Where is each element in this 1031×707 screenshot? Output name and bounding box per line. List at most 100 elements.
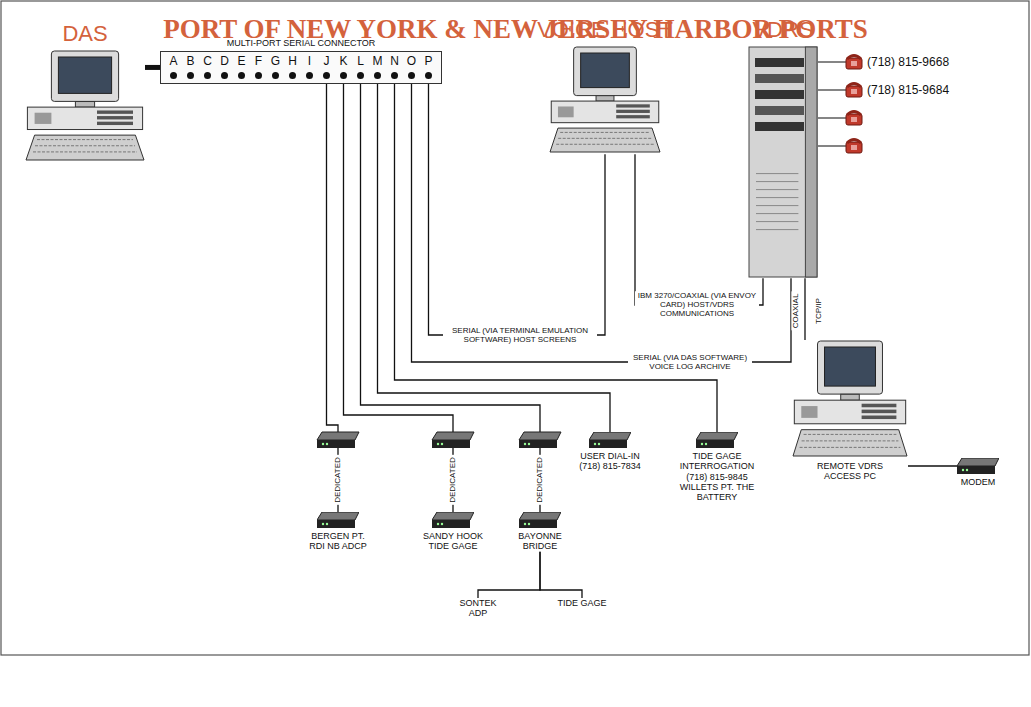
port-letter: L xyxy=(357,55,364,68)
edge-label: COAXIAL xyxy=(791,292,800,331)
port-pin xyxy=(255,72,262,79)
port: J xyxy=(318,55,335,78)
tower-icon xyxy=(748,46,818,278)
port-pin xyxy=(187,72,194,79)
modem-icon xyxy=(519,512,561,528)
modem-icon xyxy=(957,458,999,474)
port: H xyxy=(284,55,301,78)
port-pin xyxy=(425,72,432,79)
node-label: SANDY HOOK TIDE GAGE xyxy=(423,531,483,552)
port-strip: ABCDEFGHIJKLMNOP xyxy=(160,51,442,83)
serial-cable xyxy=(145,65,160,70)
connection-line xyxy=(394,84,717,432)
port-pin xyxy=(408,72,415,79)
port: N xyxy=(386,55,403,78)
edge-label: SERIAL (VIA TERMINAL EMULATION SOFTWARE)… xyxy=(443,326,597,344)
edge-label: DEDICATED xyxy=(448,455,457,505)
port-letter: I xyxy=(308,55,311,68)
modem-node: BAYONNE BRIDGE xyxy=(510,512,570,552)
modem-node: SANDY HOOK TIDE GAGE xyxy=(423,512,483,552)
node-heading: VDRS xyxy=(752,18,813,42)
modem-icon xyxy=(317,512,359,528)
port: F xyxy=(250,55,267,78)
node-heading: DAS xyxy=(62,22,107,46)
phone-number: (718) 815-9684 xyxy=(867,83,949,97)
diagram-title: PORT OF NEW YORK & NEW JERSEY HARBOR POR… xyxy=(0,14,1031,45)
node-label: REMOTE VDRS ACCESS PC xyxy=(810,461,890,482)
port-letter: N xyxy=(390,55,399,68)
port-pin xyxy=(374,72,381,79)
modem-icon xyxy=(589,432,631,448)
port-pin xyxy=(357,72,364,79)
edge-label: DEDICATED xyxy=(333,455,342,505)
pc-node: REMOTE VDRS ACCESS PC xyxy=(792,340,908,482)
port-letter: A xyxy=(169,55,177,68)
port: O xyxy=(403,55,420,78)
port-pin xyxy=(340,72,347,79)
port: C xyxy=(199,55,216,78)
node-label: SONTEK ADP xyxy=(453,598,503,619)
port-letter: H xyxy=(288,55,297,68)
port: G xyxy=(267,55,284,78)
port-pin xyxy=(323,72,330,79)
node-label: MULTI-PORT SERIAL CONNECTOR xyxy=(227,38,376,48)
port-letter: B xyxy=(186,55,194,68)
port: B xyxy=(182,55,199,78)
node-label: MODEM xyxy=(961,477,996,487)
port-letter: F xyxy=(255,55,262,68)
port-letter: O xyxy=(407,55,416,68)
phone-wires xyxy=(818,62,846,146)
port: I xyxy=(301,55,318,78)
pc-node: VOICE HOST xyxy=(537,18,673,154)
connection-line xyxy=(635,154,763,305)
edge-label: SERIAL (VIA DAS SOFTWARE) VOICE LOG ARCH… xyxy=(628,353,752,371)
connection-line xyxy=(361,84,541,512)
port: A xyxy=(165,55,182,78)
port: E xyxy=(233,55,250,78)
port-pin xyxy=(221,72,228,79)
port-pin xyxy=(204,72,211,79)
port-letter: M xyxy=(373,55,383,68)
edge-label: IBM 3270/COAXIAL (VIA ENVOY CARD) HOST/V… xyxy=(635,291,759,319)
site-node: SONTEK ADP xyxy=(453,598,503,619)
modem-icon xyxy=(432,512,474,528)
frame-border xyxy=(1,1,1029,655)
port-letter: C xyxy=(203,55,212,68)
node-label: BERGEN PT. RDI NB ADCP xyxy=(305,531,371,552)
port: M xyxy=(369,55,386,78)
port-pin xyxy=(170,72,177,79)
port-pin xyxy=(306,72,313,79)
pc-icon xyxy=(549,46,661,154)
modem-node: USER DIAL-IN (718) 815-7834 xyxy=(574,432,646,472)
pc-icon xyxy=(25,50,145,162)
port-letter: J xyxy=(324,55,330,68)
port: L xyxy=(352,55,369,78)
node-heading: VOICE HOST xyxy=(537,18,673,42)
node-label: USER DIAL-IN (718) 815-7834 xyxy=(574,451,646,472)
edge-label: DEDICATED xyxy=(535,455,544,505)
pc-node: DAS xyxy=(25,22,145,162)
port-pin xyxy=(238,72,245,79)
connection-line xyxy=(804,278,805,340)
protocol-label: TCP/IP xyxy=(814,298,823,324)
port-letter: E xyxy=(237,55,245,68)
connection-line xyxy=(412,84,792,362)
tower-node: VDRS xyxy=(748,18,818,278)
port-pin xyxy=(391,72,398,79)
port-letter: P xyxy=(424,55,432,68)
port-letter: G xyxy=(271,55,280,68)
port-pin xyxy=(272,72,279,79)
port-letter: D xyxy=(220,55,229,68)
modem-node: TIDE GAGE INTERROGATION (718) 815-9845 W… xyxy=(675,432,759,503)
connection-line xyxy=(540,552,582,598)
port: P xyxy=(420,55,437,78)
modem-icon xyxy=(696,432,738,448)
modem-node: BERGEN PT. RDI NB ADCP xyxy=(305,512,371,552)
pc-icon xyxy=(792,340,908,458)
node-label: BAYONNE BRIDGE xyxy=(510,531,570,552)
port-pin xyxy=(289,72,296,79)
relay-modems xyxy=(317,432,561,448)
modem-node: MODEM xyxy=(957,458,999,487)
port: K xyxy=(335,55,352,78)
